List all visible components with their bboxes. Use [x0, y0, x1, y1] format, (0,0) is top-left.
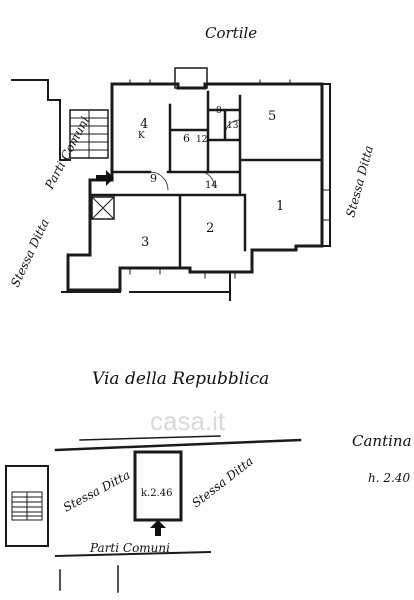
same-owner-label-right: Stessa Ditta	[343, 144, 376, 219]
room-label: K	[138, 131, 145, 141]
stairwell	[59, 99, 109, 161]
same-owner-label-left: Stessa Ditta	[8, 217, 52, 290]
interior-walls	[88, 82, 324, 270]
cellar-wall-bottom	[54, 550, 212, 558]
cellar-same-owner-label-b: Stessa Ditta	[189, 454, 256, 510]
exterior-walls	[66, 82, 324, 292]
room-label: 5	[268, 109, 276, 124]
balcony	[174, 67, 208, 89]
exterior-wall-top-left	[11, 79, 61, 101]
exterior-wall-bottom	[61, 271, 231, 301]
cellar-plan: Cantina h. 2.40 k.2.46 Stessa Ditta Stes…	[5, 432, 412, 593]
door-swings	[149, 119, 241, 191]
room-label: 13	[227, 121, 239, 131]
room-label: 4	[140, 117, 148, 132]
main-floor-plan: 4 K 6 12 5 8 13 9 14 1 2 3 Parti Comuni …	[8, 67, 376, 301]
lift-shaft	[91, 196, 115, 220]
cellar-room-label: k.2.46	[141, 488, 173, 499]
window-marks	[129, 79, 331, 279]
cellar-common-parts-label: Parti Comuni	[89, 541, 170, 555]
cellar-wall-top	[54, 438, 302, 452]
cellar-stairwell	[5, 465, 49, 547]
cellar-entrance-arrow-icon	[150, 520, 166, 536]
exterior-wall-right	[321, 83, 331, 247]
cellar-wall-top-inner	[79, 435, 221, 441]
room-label: 8	[216, 106, 222, 116]
room-label: 6	[183, 132, 190, 145]
room-label: 1	[276, 199, 284, 214]
cellar-wall-ticks	[59, 565, 119, 593]
street-name: Via della Repubblica	[92, 369, 269, 389]
room-label: 2	[206, 221, 214, 236]
watermark-text: casa.it	[150, 406, 226, 436]
entrance-arrow-icon	[96, 170, 114, 186]
cellar-title: Cantina	[352, 432, 412, 450]
room-label: 3	[141, 235, 149, 250]
common-parts-label: Parti Comuni	[42, 114, 92, 192]
room-label: 9	[150, 172, 157, 185]
room-label: 12	[196, 135, 207, 145]
cellar-height: h. 2.40	[368, 471, 410, 485]
cellar-same-owner-label-a: Stessa Ditta	[61, 468, 133, 515]
room-label: 14	[205, 180, 218, 191]
cellar-room	[133, 450, 183, 522]
courtyard-label: Cortile	[205, 24, 257, 42]
